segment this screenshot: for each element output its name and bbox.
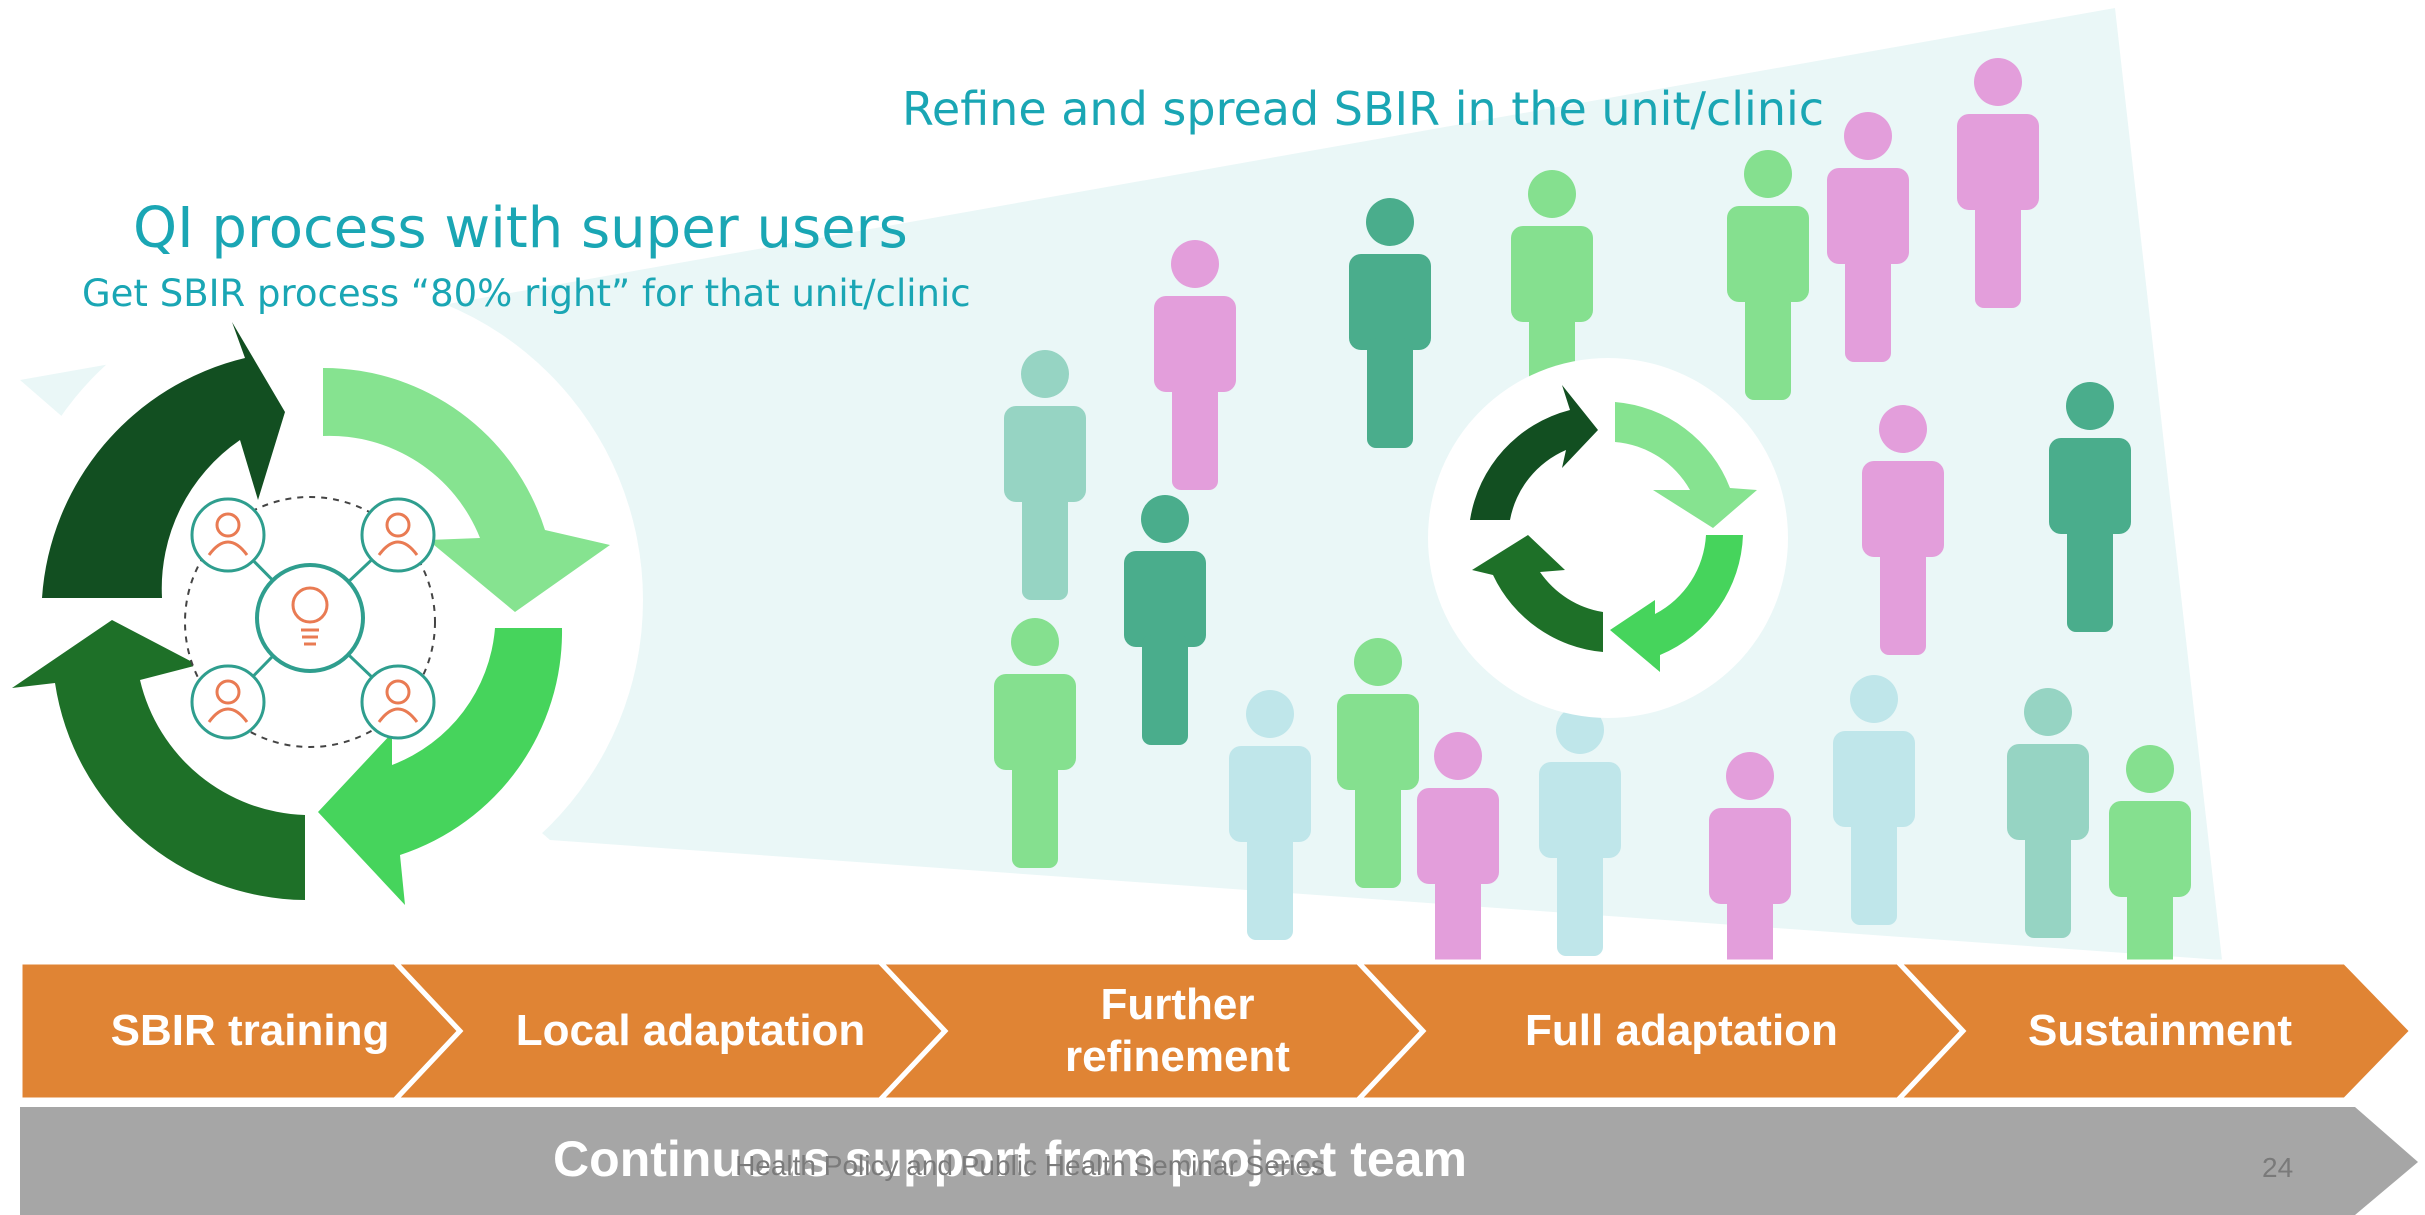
support-bar-label: Continuous support from project team xyxy=(553,1131,1467,1187)
person-silhouette-icon xyxy=(1154,240,1236,490)
person-silhouette-icon xyxy=(1004,350,1086,600)
small-arrow-bright xyxy=(1610,535,1743,672)
stage-label-sustainment: Sustainment xyxy=(2027,1006,2293,1056)
cycle-arrow-light xyxy=(323,367,610,612)
person-silhouette-icon xyxy=(1417,732,1499,982)
small-arrow-light xyxy=(1615,402,1757,528)
person-icon xyxy=(190,664,266,740)
person-silhouette-icon xyxy=(1124,495,1206,745)
spread-title: Refine and spread SBIR in the unit/clini… xyxy=(902,82,1825,136)
stage-label-full-adaptation: Full adaptation xyxy=(1525,1006,1838,1056)
qi-subtitle: Get SBIR process “80% right” for that un… xyxy=(82,272,971,315)
stage-label-sbir-training: SBIR training xyxy=(110,1006,390,1056)
person-silhouette-icon xyxy=(1727,150,1809,400)
person-silhouette-icon xyxy=(1539,706,1621,956)
stage-chevrons xyxy=(17,959,2416,1103)
small-arrow-dark xyxy=(1470,385,1598,520)
page-number: 24 xyxy=(2262,1152,2294,1183)
qi-title: QI process with super users xyxy=(133,196,908,261)
cycle-arrow-mid xyxy=(12,620,305,900)
person-silhouette-icon xyxy=(1957,58,2039,308)
small-arrow-mid xyxy=(1472,535,1603,652)
cycle-arrow-bright xyxy=(318,628,563,905)
qi-cycle-arrows-icon xyxy=(12,322,610,905)
support-bar xyxy=(20,1107,2418,1215)
lightbulb-icon xyxy=(255,563,365,673)
person-silhouette-icon xyxy=(1827,112,1909,362)
person-silhouette-icon xyxy=(994,618,1076,868)
person-icon xyxy=(360,664,436,740)
cycle-arrow-dark xyxy=(42,322,285,598)
person-silhouette-icon xyxy=(1229,690,1311,940)
person-silhouette-icon xyxy=(1862,405,1944,655)
person-icon xyxy=(360,497,436,573)
person-silhouette-icon xyxy=(2007,688,2089,938)
crowd xyxy=(994,58,2191,1002)
person-icon xyxy=(190,497,266,573)
chevron-sustainment xyxy=(1892,959,2416,1103)
person-silhouette-icon xyxy=(1337,638,1419,888)
person-silhouette-icon xyxy=(1833,675,1915,925)
super-user-network xyxy=(184,496,436,748)
stage-label-local-adaptation: Local adaptation xyxy=(515,1006,866,1056)
stage-label-further-refinement: Further refinement xyxy=(1065,980,1290,1081)
person-silhouette-icon xyxy=(2049,382,2131,632)
person-silhouette-icon xyxy=(1349,198,1431,448)
footer-text: Health Policy and Public Health Seminar … xyxy=(735,1150,1325,1181)
small-cycle-arrows-icon xyxy=(1470,385,1757,672)
